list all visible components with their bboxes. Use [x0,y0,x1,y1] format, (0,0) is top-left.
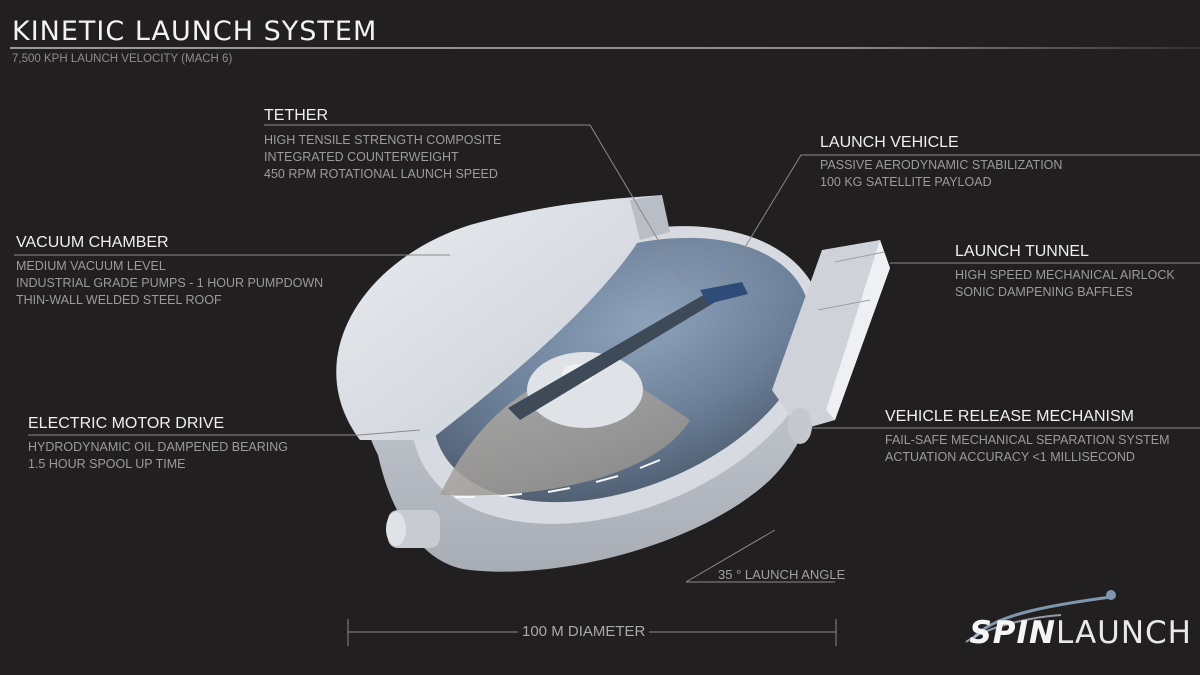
diameter-label: 100 M DIAMETER [518,623,650,640]
orbit-swoosh-icon [965,590,1117,643]
callout-detail: INTEGRATED COUNTERWEIGHT [264,150,459,164]
callout-detail: MEDIUM VACUUM LEVEL [16,259,166,273]
callout-title: VACUUM CHAMBER [16,234,169,251]
callout-detail: PASSIVE AERODYNAMIC STABILIZATION [820,158,1063,172]
logo-spin: SPIN [969,615,1056,651]
callout-title: TETHER [264,107,328,124]
callout-detail: 1.5 HOUR SPOOL UP TIME [28,457,186,471]
callout-detail: INDUSTRIAL GRADE PUMPS - 1 HOUR PUMPDOWN [16,276,324,290]
callout-title: LAUNCH TUNNEL [955,243,1089,260]
callout-tether: TETHER HIGH TENSILE STRENGTH COMPOSITE I… [264,107,501,183]
launch-angle-label: 35 ° LAUNCH ANGLE [718,567,846,582]
callout-detail: 100 KG SATELLITE PAYLOAD [820,175,992,189]
chamber-roof [336,195,662,440]
callout-detail: HIGH SPEED MECHANICAL AIRLOCK [955,268,1175,282]
callout-title: VEHICLE RELEASE MECHANISM [885,408,1134,425]
callout-electric-motor-drive: ELECTRIC MOTOR DRIVE HYDRODYNAMIC OIL DA… [28,415,288,473]
callout-detail: SONIC DAMPENING BAFFLES [955,285,1133,299]
callout-vacuum-chamber: VACUUM CHAMBER MEDIUM VACUUM LEVEL INDUS… [16,234,323,309]
callout-detail: 450 RPM ROTATIONAL LAUNCH SPEED [264,167,498,181]
page-subtitle: 7,500 KPH LAUNCH VELOCITY (MACH 6) [12,53,233,65]
spinlaunch-logo: SPINLAUNCH [965,590,1192,651]
callout-detail: HYDRODYNAMIC OIL DAMPENED BEARING [28,440,288,454]
callout-launch-tunnel: LAUNCH TUNNEL HIGH SPEED MECHANICAL AIRL… [955,243,1175,301]
callout-detail: HIGH TENSILE STRENGTH COMPOSITE [264,133,502,147]
title-rule [10,47,1200,49]
callout-launch-vehicle: LAUNCH VEHICLE PASSIVE AERODYNAMIC STABI… [820,134,1062,191]
callout-title: ELECTRIC MOTOR DRIVE [28,415,225,432]
motor-housing [386,510,440,548]
callout-detail: THIN-WALL WELDED STEEL ROOF [16,293,222,307]
callout-vehicle-release: VEHICLE RELEASE MECHANISM FAIL-SAFE MECH… [885,408,1170,466]
page-title: KINETIC LAUNCH SYSTEM [12,16,378,47]
launch-tunnel-structure [772,240,890,430]
callout-detail: FAIL-SAFE MECHANICAL SEPARATION SYSTEM [885,433,1170,447]
callout-detail: ACTUATION ACCURACY <1 MILLISECOND [885,450,1135,464]
logo-launch: LAUNCH [1055,615,1192,651]
release-mechanism-housing [788,408,812,444]
callout-title: LAUNCH VEHICLE [820,134,959,151]
